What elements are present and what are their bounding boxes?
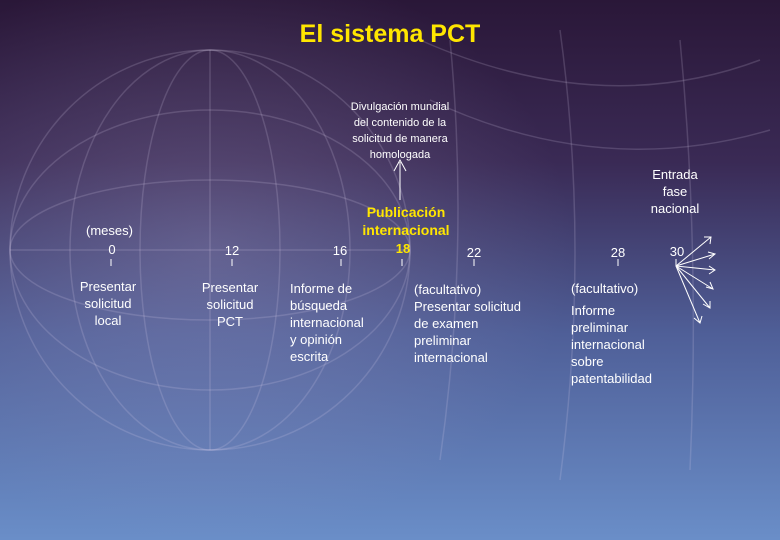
month-marker-16: 16	[332, 243, 348, 258]
national-phase-label: Entrada fase nacional	[650, 167, 700, 216]
event-search-report: Informe de búsqueda internacional y opin…	[290, 281, 364, 364]
national-phase-arrows	[675, 236, 717, 324]
month-marker-0: 0	[108, 242, 116, 257]
event-preliminary-exam-request: (facultativo) Presentar solicitud de exa…	[414, 282, 521, 365]
publication-label: Publicación internacional	[362, 204, 450, 238]
month-marker-28: 28	[610, 245, 626, 260]
publication-arrow	[393, 158, 407, 200]
month-marker-30: 30	[669, 244, 685, 259]
page-title: El sistema PCT	[299, 20, 481, 48]
event-patentability-report: Informe preliminar internacional sobre p…	[571, 303, 652, 386]
event-optional-note: (facultativo)	[571, 281, 639, 296]
event-pct-filing: Presentar solicitud PCT	[201, 280, 259, 329]
month-marker-22: 22	[466, 245, 482, 260]
event-local-filing: Presentar solicitud local	[79, 279, 137, 328]
month-marker-12: 12	[224, 243, 240, 258]
month-marker-18: 18	[395, 241, 411, 256]
publication-note: Divulgación mundial del contenido de la …	[350, 101, 450, 161]
timeline-unit-label: (meses)	[86, 223, 133, 238]
